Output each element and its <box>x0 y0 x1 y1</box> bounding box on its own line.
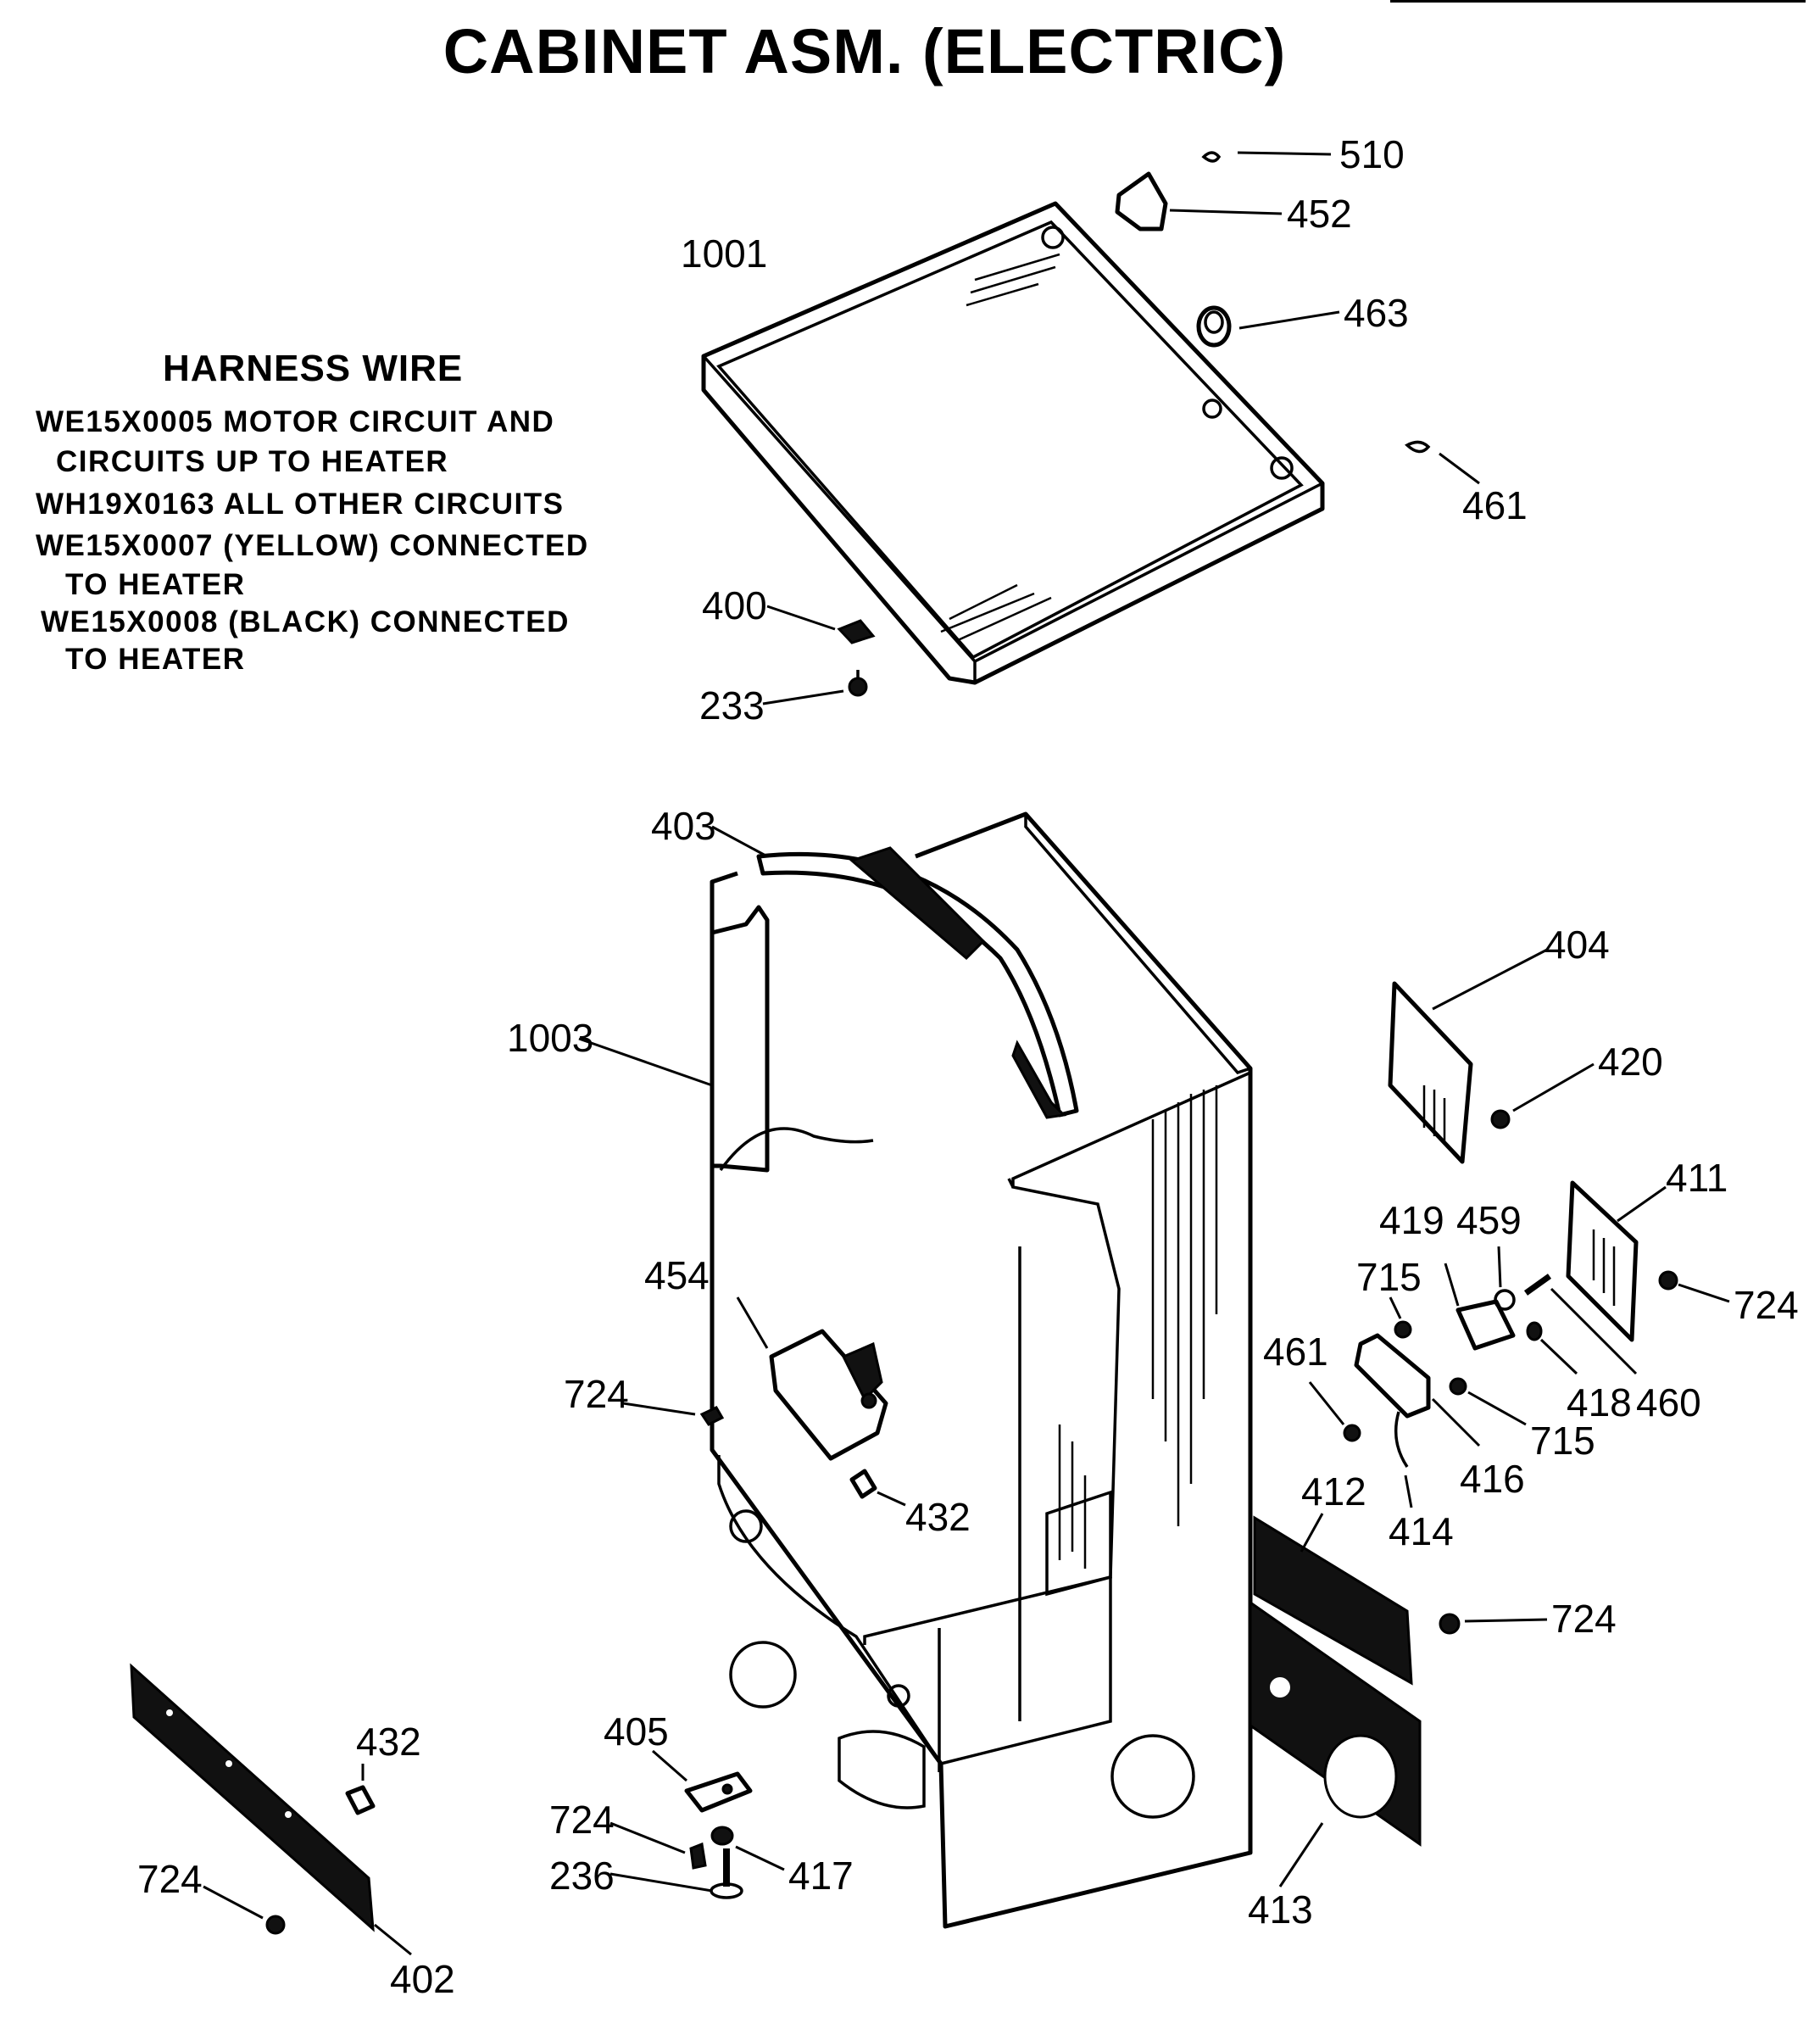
callout-419: 419 <box>1379 1198 1444 1242</box>
callout-400: 400 <box>702 583 767 627</box>
side-panel-1003 <box>578 905 874 1173</box>
thermostat-419 <box>1444 1263 1516 1351</box>
rail-412 <box>1253 1513 1413 1686</box>
screw-461-top <box>1405 440 1480 485</box>
clip-432-upper <box>849 1469 906 1507</box>
panel-411 <box>1566 1180 1667 1342</box>
callout-452: 452 <box>1287 192 1352 236</box>
callout-1001: 1001 <box>681 231 767 276</box>
callout-411: 411 <box>1666 1156 1728 1200</box>
bolt-236 <box>609 1848 743 1899</box>
callout-413: 413 <box>1248 1887 1313 1932</box>
top-cover-1001 <box>701 201 1325 685</box>
hinge-452 <box>1115 171 1283 231</box>
bracket-405 <box>652 1749 753 1813</box>
callout-459: 459 <box>1456 1198 1522 1242</box>
harness-line: WE15X0007 (YELLOW) CONNECTED <box>36 529 589 562</box>
screw-420 <box>1490 1062 1595 1129</box>
washer-417 <box>710 1826 785 1871</box>
screw-724-right <box>1658 1270 1730 1303</box>
screw-724-rail <box>1439 1613 1548 1635</box>
callout-724-rail: 724 <box>1551 1597 1617 1641</box>
callout-414: 414 <box>1389 1509 1454 1553</box>
screw-715-upper <box>1389 1296 1412 1339</box>
header-rule <box>1390 0 1806 3</box>
harness-line: WE15X0005 MOTOR CIRCUIT AND <box>36 405 555 438</box>
callout-715-upper: 715 <box>1356 1255 1422 1299</box>
screw-510 <box>1201 151 1332 163</box>
callout-405: 405 <box>604 1709 669 1753</box>
callout-404: 404 <box>1544 923 1610 967</box>
callout-724-kick: 724 <box>137 1857 203 1901</box>
harness-line: CIRCUITS UP TO HEATER <box>56 445 449 478</box>
screw-724-kick <box>203 1885 286 1935</box>
screw-715-lower <box>1449 1377 1527 1426</box>
callout-454: 454 <box>644 1253 710 1297</box>
kick-plate-402 <box>130 1663 412 1956</box>
lead-414 <box>1404 1475 1413 1508</box>
callout-420: 420 <box>1598 1040 1663 1084</box>
access-panel-404 <box>1388 948 1548 1164</box>
clip-432-lower <box>345 1764 376 1815</box>
clip-400 <box>766 605 876 644</box>
callout-416: 416 <box>1460 1457 1525 1501</box>
part-418 <box>1526 1321 1578 1375</box>
screw-233 <box>762 670 868 705</box>
door-switch-454 <box>736 1296 888 1461</box>
harness-line: WH19X0163 ALL OTHER CIRCUITS <box>36 488 565 521</box>
harness-heading: HARNESS WIRE <box>163 348 464 389</box>
harness-line: TO HEATER <box>65 643 246 676</box>
screw-460 <box>1523 1274 1638 1375</box>
callout-724-right: 724 <box>1734 1283 1799 1327</box>
harness-line: TO HEATER <box>65 568 246 601</box>
callout-461-top: 461 <box>1462 483 1528 527</box>
callout-724-left: 724 <box>564 1372 629 1416</box>
screw-724-left <box>622 1402 725 1426</box>
callout-432-lower: 432 <box>356 1720 421 1764</box>
callout-402: 402 <box>390 1957 455 2001</box>
callout-724-bottom: 724 <box>549 1798 615 1842</box>
callout-403: 403 <box>651 804 716 848</box>
callout-412: 412 <box>1301 1469 1366 1514</box>
callout-510: 510 <box>1339 132 1405 176</box>
callout-432-upper: 432 <box>905 1495 971 1539</box>
callout-715-lower: 715 <box>1530 1419 1595 1463</box>
callout-1003: 1003 <box>507 1016 593 1060</box>
washer-459 <box>1494 1246 1516 1311</box>
callout-233: 233 <box>699 683 765 728</box>
bracket-416 <box>1354 1333 1481 1468</box>
callout-417: 417 <box>788 1854 854 1898</box>
bumper-463 <box>1196 305 1340 348</box>
harness-line: WE15X0008 (BLACK) CONNECTED <box>41 605 570 638</box>
callout-418: 418 <box>1567 1380 1632 1424</box>
callout-460: 460 <box>1636 1380 1701 1424</box>
screw-724-bottom <box>609 1821 707 1870</box>
screw-461-side <box>1308 1381 1361 1442</box>
nameplate <box>849 846 986 961</box>
page-title: CABINET ASM. (ELECTRIC) <box>442 16 1287 86</box>
callout-236: 236 <box>549 1854 615 1898</box>
callout-463: 463 <box>1344 291 1409 335</box>
rear-panel-413 <box>1249 1600 1422 1887</box>
callout-461-side: 461 <box>1263 1330 1328 1374</box>
